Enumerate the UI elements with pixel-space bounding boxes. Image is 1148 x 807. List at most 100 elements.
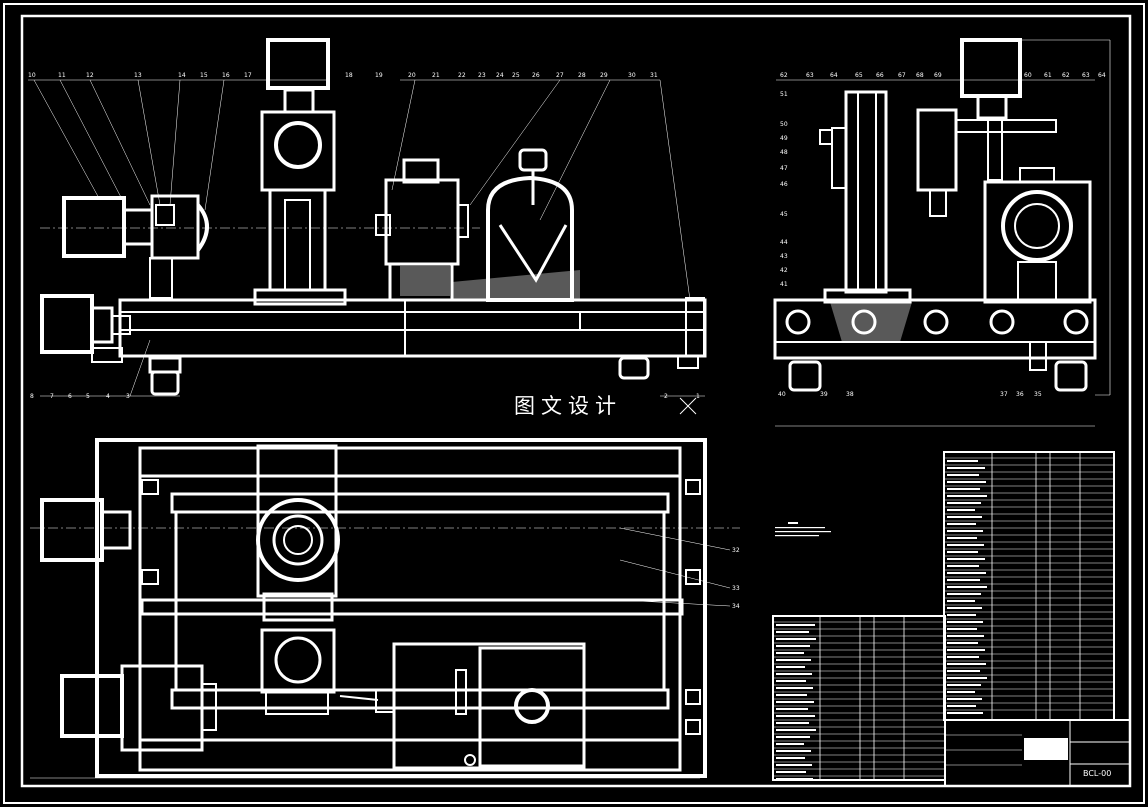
balloon-front-4: 14 xyxy=(178,72,186,79)
balloon-side-bottom-1: 39 xyxy=(820,391,828,398)
parts-table-text-mark xyxy=(776,757,805,759)
parts-table-text-mark xyxy=(776,687,813,689)
front-base-rail xyxy=(118,298,707,358)
plan-carriage xyxy=(256,444,338,598)
parts-table-text-mark xyxy=(947,705,976,707)
parts-table-text-mark xyxy=(776,652,804,654)
parts-table-text-mark xyxy=(947,684,981,686)
parts-table-text-mark xyxy=(947,628,977,630)
balloon-plan-2: 34 xyxy=(732,603,740,610)
watermark-text: 图文设计 xyxy=(514,394,622,418)
parts-table-text-mark xyxy=(947,516,982,518)
parts-table-text-mark xyxy=(947,593,981,595)
balloon-front-bottom-4: 4 xyxy=(106,393,110,400)
balloon-side-bottom-5: 35 xyxy=(1034,391,1042,398)
parts-table-text-mark xyxy=(947,677,987,679)
parts-table-text-mark xyxy=(947,663,986,665)
balloon-front-bottom-0: 8 xyxy=(30,393,34,400)
parts-table-text-mark xyxy=(947,495,987,497)
parts-table-text-mark xyxy=(776,638,816,640)
parts-table-text-mark xyxy=(947,537,977,539)
balloon-side-left-2: 49 xyxy=(780,135,788,142)
balloon-side-left-3: 48 xyxy=(780,149,788,156)
balloon-side-top-10: 62 xyxy=(1062,72,1070,79)
top-motor-column xyxy=(266,38,330,90)
parts-table-text-mark xyxy=(776,624,815,626)
balloon-side-bottom-4: 36 xyxy=(1016,391,1024,398)
parts-table-text-mark xyxy=(947,712,983,714)
balloon-side-left-8: 43 xyxy=(780,253,788,260)
balloon-side-top-5: 67 xyxy=(898,72,906,79)
balloon-side-left-5: 46 xyxy=(780,181,788,188)
parts-table-text-mark xyxy=(776,708,808,710)
parts-table-text-mark xyxy=(947,488,980,490)
balloon-front-bottom-2: 6 xyxy=(68,393,72,400)
parts-table-text-mark xyxy=(776,694,807,696)
parts-table-text-mark xyxy=(776,645,810,647)
parts-table-text-mark xyxy=(947,656,979,658)
parts-table-text-mark xyxy=(776,666,805,668)
balloon-side-top-1: 63 xyxy=(806,72,814,79)
side-base xyxy=(773,298,1097,360)
parts-table-text-mark xyxy=(947,621,983,623)
balloon-side-top-11: 63 xyxy=(1082,72,1090,79)
balloon-front-21: 31 xyxy=(650,72,658,79)
balloon-front-15: 25 xyxy=(512,72,520,79)
balloon-front-13: 23 xyxy=(478,72,486,79)
side-column xyxy=(844,90,888,294)
parts-table-text-mark xyxy=(776,722,809,724)
parts-table-text-mark xyxy=(947,635,984,637)
balloon-side-left-6: 45 xyxy=(780,211,788,218)
parts-table-text-mark xyxy=(776,729,816,731)
front-view xyxy=(40,38,707,396)
balloon-side-top-8: 60 xyxy=(1024,72,1032,79)
parts-table-text-mark xyxy=(776,701,814,703)
balloon-front-18: 28 xyxy=(578,72,586,79)
parts-table-text-mark xyxy=(947,523,976,525)
balloon-side-left-1: 50 xyxy=(780,121,788,128)
parts-table-text-mark xyxy=(776,659,811,661)
drive-block xyxy=(384,178,460,266)
balloon-front-bottom-3: 5 xyxy=(86,393,90,400)
balloon-front-19: 29 xyxy=(600,72,608,79)
balloon-front-0: 10 xyxy=(28,72,36,79)
balloon-plan-1: 33 xyxy=(732,585,740,592)
parts-table-text-mark xyxy=(947,565,979,567)
parts-table-text-mark xyxy=(947,572,986,574)
drawing-code: BCL-00 xyxy=(1083,769,1112,778)
balloon-side-top-9: 61 xyxy=(1044,72,1052,79)
parts-table-text-mark xyxy=(776,771,806,773)
parts-table-text-mark xyxy=(947,691,975,693)
parts-table-text-mark xyxy=(947,551,978,553)
balloon-plan-0: 32 xyxy=(732,547,740,554)
side-balloons: 62 63 64 65 66 67 68 69 60 61 62 63 64 5… xyxy=(778,72,1106,398)
balloon-side-left-7: 44 xyxy=(780,239,788,246)
parts-table-text-mark xyxy=(776,750,811,752)
balloon-front-7: 17 xyxy=(244,72,252,79)
outer-frame xyxy=(3,3,1145,804)
parts-table-text-mark xyxy=(776,736,810,738)
balloon-front-16: 26 xyxy=(532,72,540,79)
balloon-front-14: 24 xyxy=(496,72,504,79)
plan-motor-bottom xyxy=(60,674,124,738)
parts-table-text-mark xyxy=(947,481,986,483)
balloon-side-top-3: 65 xyxy=(855,72,863,79)
title-block xyxy=(944,719,1131,787)
front-balloons: 10 11 12 13 14 15 16 17 18 19 20 21 22 2… xyxy=(28,72,705,415)
parts-table-text-mark xyxy=(776,778,813,780)
parts-table-text-mark xyxy=(947,614,976,616)
parts-table-text-mark xyxy=(947,600,975,602)
parts-table-text-mark xyxy=(947,586,987,588)
balloon-front-8: 18 xyxy=(345,72,353,79)
parts-table-text-mark xyxy=(947,579,980,581)
parts-table-text-mark xyxy=(947,509,975,511)
balloon-front-6: 16 xyxy=(222,72,230,79)
balloon-side-left-10: 41 xyxy=(780,281,788,288)
parts-table-text-mark xyxy=(776,743,804,745)
balloon-side-left-0: 51 xyxy=(780,91,788,98)
parts-table-text-mark xyxy=(947,698,982,700)
balloon-front-5: 15 xyxy=(200,72,208,79)
balloon-front-17: 27 xyxy=(556,72,564,79)
parts-table-text-mark xyxy=(776,715,815,717)
